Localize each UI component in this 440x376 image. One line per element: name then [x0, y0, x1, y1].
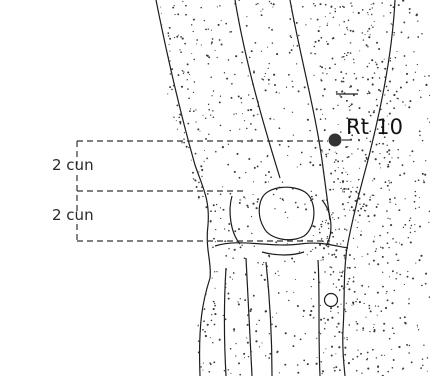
patella: [259, 187, 314, 240]
tibia-line: [246, 258, 252, 376]
tibial-tuberosity: [262, 252, 304, 255]
leg-left-contour: [156, 0, 210, 376]
condyle-right: [322, 200, 331, 246]
leg-outline: [156, 0, 395, 376]
thigh-muscle-line: [235, 0, 280, 178]
secondary-point-marker: [325, 294, 338, 307]
tibia-line-2: [266, 262, 272, 376]
measurement-guides: [77, 140, 352, 241]
rt10-point-marker: [329, 134, 342, 147]
calf-line: [318, 260, 320, 376]
thigh-muscle-line-2: [290, 0, 330, 220]
leg-right-contour: [343, 0, 395, 376]
condyle-left: [230, 196, 240, 244]
measurement-label-upper: 2 cun: [52, 158, 94, 173]
point-label-rt10: Rt 10: [346, 117, 403, 138]
measurement-label-lower: 2 cun: [52, 208, 94, 223]
